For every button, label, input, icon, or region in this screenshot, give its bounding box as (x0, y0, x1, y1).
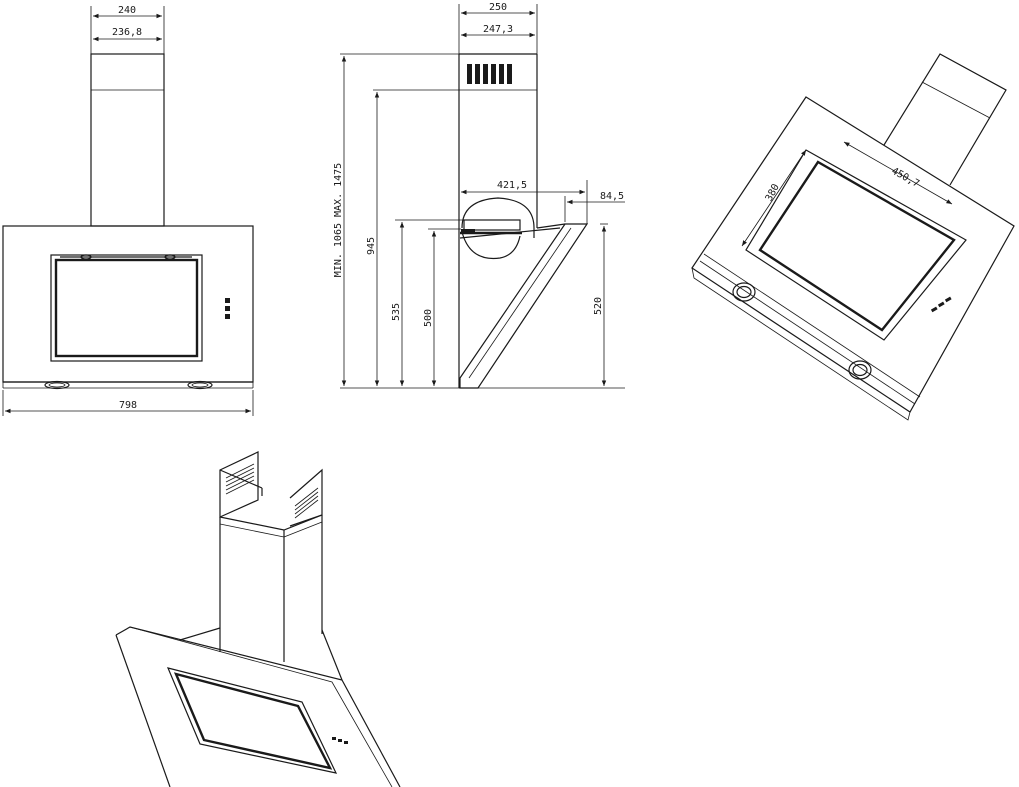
dim-label-380: 380 (764, 182, 782, 203)
dim-label-total-height: MIN. 1065 MAX. 1475 (333, 163, 344, 277)
iso-chimney (883, 53, 1007, 186)
dim-line-450-7 (843, 141, 953, 205)
lamp-icon (44, 380, 70, 390)
dim-label-535: 535 (391, 303, 402, 321)
dim-line-380 (741, 149, 807, 247)
lamp-icon (732, 282, 756, 302)
dim-label-247-3: 247,3 (483, 24, 513, 35)
control-button-icon (225, 314, 230, 319)
dim-label-236-8: 236,8 (112, 27, 142, 38)
vent-grille-icon (467, 64, 512, 84)
dim-label-798: 798 (119, 400, 137, 411)
lamp-icon (187, 380, 213, 390)
control-button-icon (225, 298, 230, 303)
iso-glass-panel (691, 96, 1015, 413)
dim-label-520: 520 (593, 297, 604, 315)
dim-label-945: 945 (366, 237, 377, 255)
dim-label-450-7: 450,7 (889, 166, 921, 190)
control-button-icon (930, 296, 952, 313)
front-filter-window (50, 254, 203, 362)
front-body (2, 225, 254, 383)
vent-grille-icon (225, 463, 319, 519)
control-button-icon (332, 737, 348, 744)
dim-label-500: 500 (423, 309, 434, 327)
lamp-icon (848, 360, 872, 380)
iso-top-filter-window (166, 667, 338, 774)
iso-top-view (115, 451, 401, 787)
front-chimney (90, 53, 165, 227)
dim-label-421-5: 421,5 (497, 180, 527, 191)
side-glass-panel (459, 223, 589, 389)
control-button-icon (225, 306, 230, 311)
side-view: 250 247,3 421,5 84,5 MIN. 1065 MAX (333, 2, 625, 389)
iso-bottom-view: 450,7 380 (691, 53, 1015, 421)
dim-label-250: 250 (489, 2, 507, 13)
iso-chimney-top (219, 451, 259, 518)
iso-top-glass-panel (115, 626, 401, 787)
front-view: 240 236,8 798 (2, 5, 254, 416)
dim-label-84-5: 84,5 (600, 191, 624, 202)
dim-label-240: 240 (118, 5, 136, 16)
